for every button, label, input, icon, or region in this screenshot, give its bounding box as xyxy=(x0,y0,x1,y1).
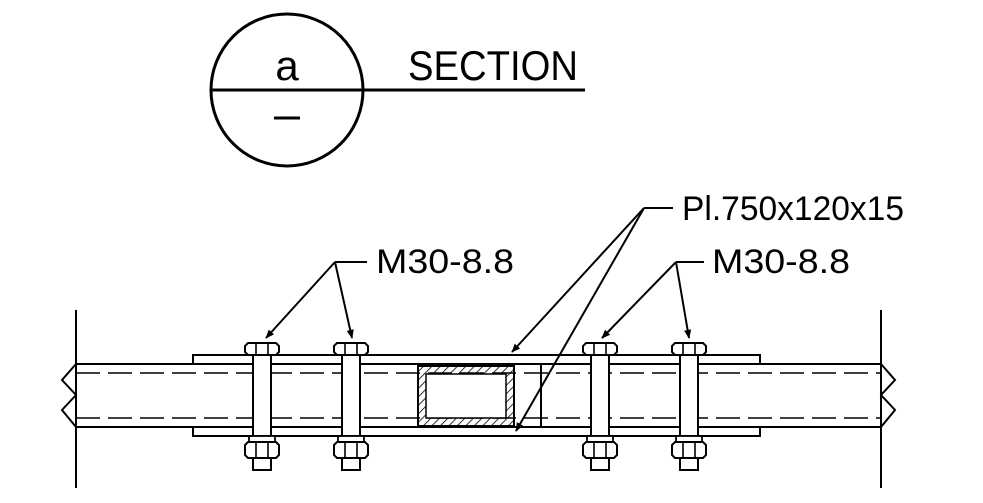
bolt-shank xyxy=(590,354,610,437)
bolt-shank xyxy=(679,354,699,437)
bolt-head xyxy=(333,342,369,356)
bolt-head xyxy=(244,342,280,356)
bolt-assembly xyxy=(244,342,280,471)
bolt-nut xyxy=(244,441,280,459)
plate-label: Pl.750x120x15 xyxy=(682,190,904,228)
left-bolt-leader-1 xyxy=(265,261,336,339)
bolts xyxy=(244,342,707,471)
bolt-assembly xyxy=(671,342,707,471)
bolt-end xyxy=(590,457,610,471)
plate-leader-bottom xyxy=(515,207,645,432)
bolt-head xyxy=(671,342,707,356)
left-bolt-label: M30-8.8 xyxy=(376,243,514,281)
hollow-section xyxy=(417,364,542,427)
bolt-head xyxy=(582,342,618,356)
right-bolt-leader-2 xyxy=(675,261,692,339)
section-symbol: a xyxy=(275,42,299,89)
left-bolt-leader-2 xyxy=(334,261,354,339)
section-marker: a SECTION xyxy=(209,12,585,168)
bolt-end xyxy=(252,457,272,471)
bolt-shank xyxy=(252,354,272,437)
left-break-line xyxy=(60,363,78,428)
section-title: SECTION xyxy=(408,42,578,89)
bolt-nut xyxy=(582,441,618,459)
bottom-cover-plate xyxy=(192,426,761,437)
bolt-assembly xyxy=(582,342,618,471)
right-bolt-label: M30-8.8 xyxy=(712,243,850,281)
leaders xyxy=(265,207,704,432)
top-cover-plate xyxy=(192,354,761,365)
bolt-end xyxy=(679,457,699,471)
plate-leader-top xyxy=(511,207,645,353)
bolt-end xyxy=(341,457,361,471)
right-bolt-leader-1 xyxy=(601,261,677,339)
bolt-assembly xyxy=(333,342,369,471)
bolt-shank xyxy=(341,354,361,437)
bolt-nut xyxy=(333,441,369,459)
right-break-line xyxy=(879,363,897,428)
bolt-nut xyxy=(671,441,707,459)
